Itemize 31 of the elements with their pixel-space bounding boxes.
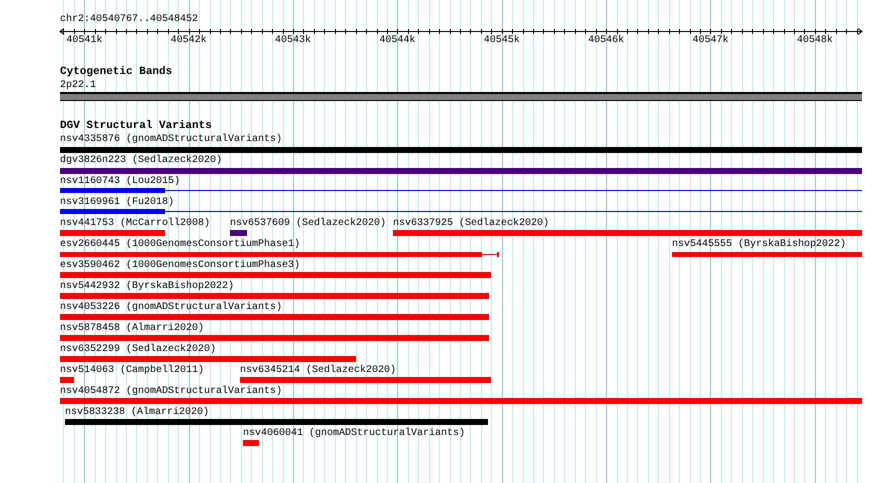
variant-label: esv2660445 (1000GenomesConsortiumPhase1) xyxy=(60,239,300,250)
variant-label: nsv441753 (McCarroll2008) xyxy=(60,218,210,229)
variant-label: nsv4335876 (gnomADStructuralVariants) xyxy=(60,134,282,145)
variant-label: nsv6337925 (Sedlazeck2020) xyxy=(393,218,550,229)
variant-label: nsv6537609 (Sedlazeck2020) xyxy=(230,218,386,229)
variant-label: nsv514063 (Campbell2011) xyxy=(60,365,204,376)
variant-label: nsv4060041 (gnomADStructuralVariants) xyxy=(243,428,466,439)
variant-label: esv3590462 (1000GenomesConsortiumPhase3) xyxy=(60,260,300,271)
region-title: chr2:40540767..40548452 xyxy=(60,14,198,25)
tick-label: 40547k xyxy=(692,35,728,46)
tick-label: 40543k xyxy=(275,35,312,46)
variant-label: nsv4053226 (gnomADStructuralVariants) xyxy=(60,302,282,313)
tick-label: 40541k xyxy=(66,35,102,46)
variant-label: nsv5442932 (ByrskaBishop2022) xyxy=(60,281,234,292)
variant-label: nsv5833238 (Almarri2020) xyxy=(65,407,210,418)
variant-label: nsv4054872 (gnomADStructuralVariants) xyxy=(60,386,282,397)
variant-label: dgv3826n223 (Sedlazeck2020) xyxy=(60,155,222,166)
tick-label: 40545k xyxy=(484,35,520,46)
tick-label: 40548k xyxy=(796,35,833,46)
variant-label: nsv3169961 (Fu2018) xyxy=(60,197,174,208)
track-heading: DGV Structural Variants xyxy=(60,121,212,132)
variant-label: nsv6345214 (Sedlazeck2020) xyxy=(240,365,396,376)
tick-label: 40542k xyxy=(170,35,207,46)
variant-label: nsv1160743 (Lou2015) xyxy=(60,176,180,187)
variant-label: nsv6352299 (Sedlazeck2020) xyxy=(60,344,216,355)
band-label: 2p22.1 xyxy=(60,80,96,91)
tick-label: 40546k xyxy=(588,35,624,46)
track-heading: Cytogenetic Bands xyxy=(60,67,172,78)
variant-label: nsv5445555 (ByrskaBishop2022) xyxy=(672,239,846,250)
tick-label: 40544k xyxy=(379,35,416,46)
variant-label: nsv5878458 (Almarri2020) xyxy=(60,323,204,334)
